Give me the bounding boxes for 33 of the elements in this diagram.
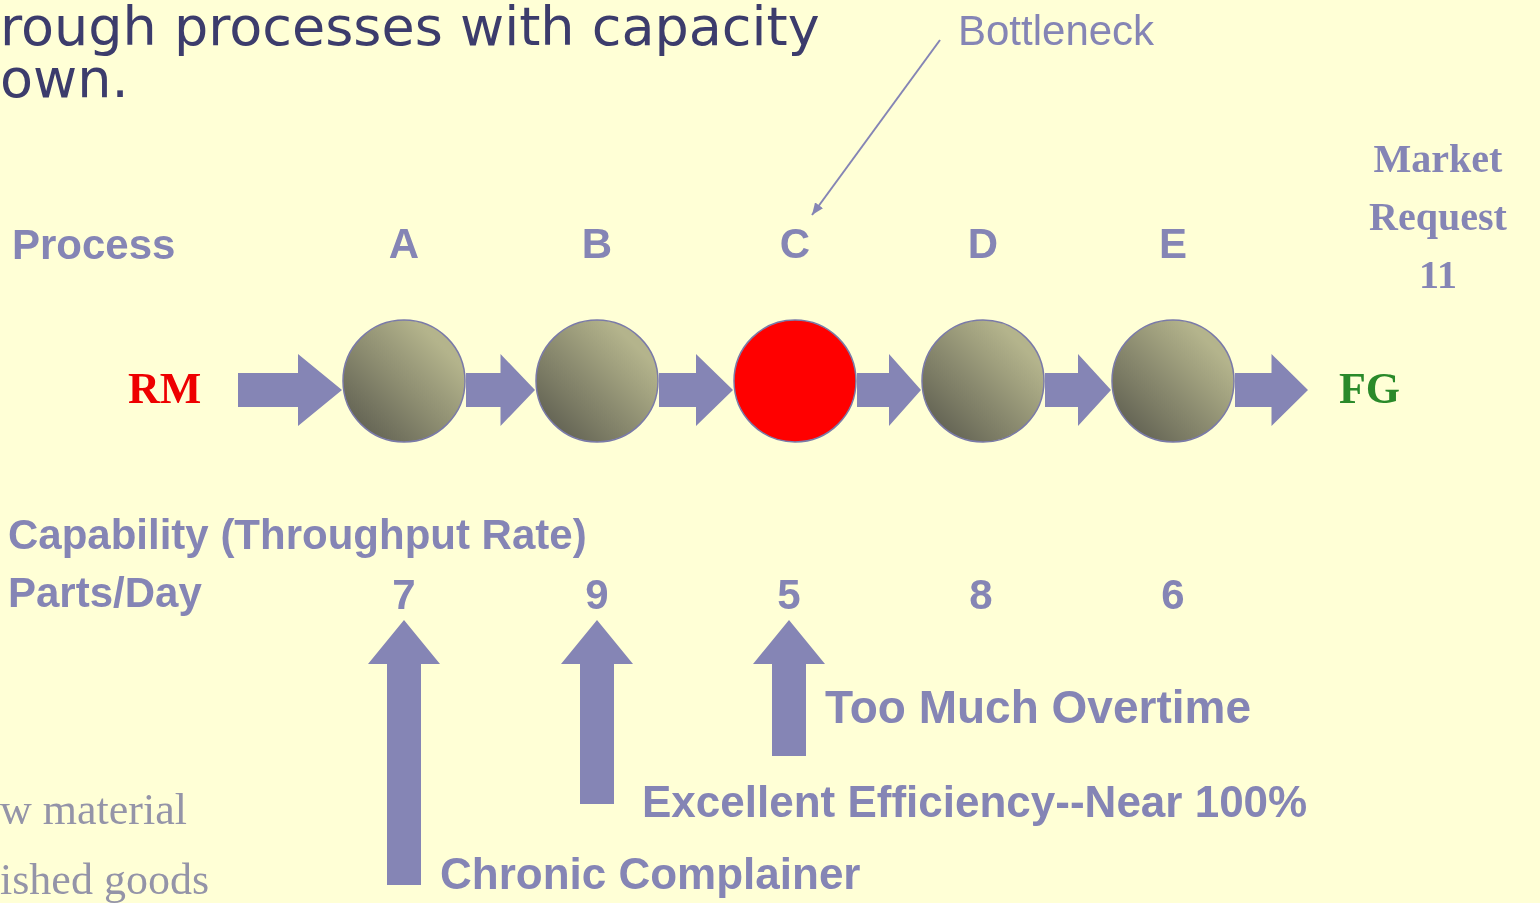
body-text: w material bbox=[0, 788, 187, 832]
heading-text: rough processes with capacity bbox=[0, 0, 820, 54]
block-arrow bbox=[368, 620, 440, 885]
leader-line bbox=[811, 39, 941, 216]
callout-text: Excellent Efficiency--Near 100% bbox=[642, 780, 1308, 824]
block-arrow bbox=[753, 620, 825, 756]
body-text: ished goods bbox=[0, 858, 209, 902]
market-request-note: Market Request 11 bbox=[1368, 135, 1508, 299]
block-arrow bbox=[659, 354, 733, 426]
rate-value: 9 bbox=[577, 574, 617, 616]
row-label: Process bbox=[12, 224, 176, 266]
callout-text: Bottleneck bbox=[958, 10, 1155, 52]
finished-goods-label: FG bbox=[1308, 367, 1400, 411]
rate-value: 7 bbox=[384, 574, 424, 616]
row-label: Parts/Day bbox=[8, 572, 202, 614]
callout-text: Chronic Complainer bbox=[440, 852, 861, 896]
rate-value: 5 bbox=[769, 574, 809, 616]
row-label: Capability (Throughput Rate) bbox=[8, 514, 587, 556]
process-letter: D bbox=[966, 223, 1000, 265]
block-arrow bbox=[466, 354, 535, 426]
rate-value: 8 bbox=[961, 574, 1001, 616]
block-arrow bbox=[857, 354, 921, 426]
raw-material-label: RM bbox=[128, 367, 238, 411]
block-arrow bbox=[1045, 354, 1111, 426]
rate-value: 6 bbox=[1153, 574, 1193, 616]
process-letter: B bbox=[580, 223, 614, 265]
process-letter: A bbox=[387, 223, 421, 265]
block-arrow bbox=[238, 354, 342, 426]
process-letter: C bbox=[778, 223, 812, 265]
block-arrow bbox=[1235, 354, 1308, 426]
process-letter: E bbox=[1158, 223, 1188, 265]
callout-text: Too Much Overtime bbox=[825, 684, 1251, 730]
block-arrow bbox=[561, 620, 633, 804]
